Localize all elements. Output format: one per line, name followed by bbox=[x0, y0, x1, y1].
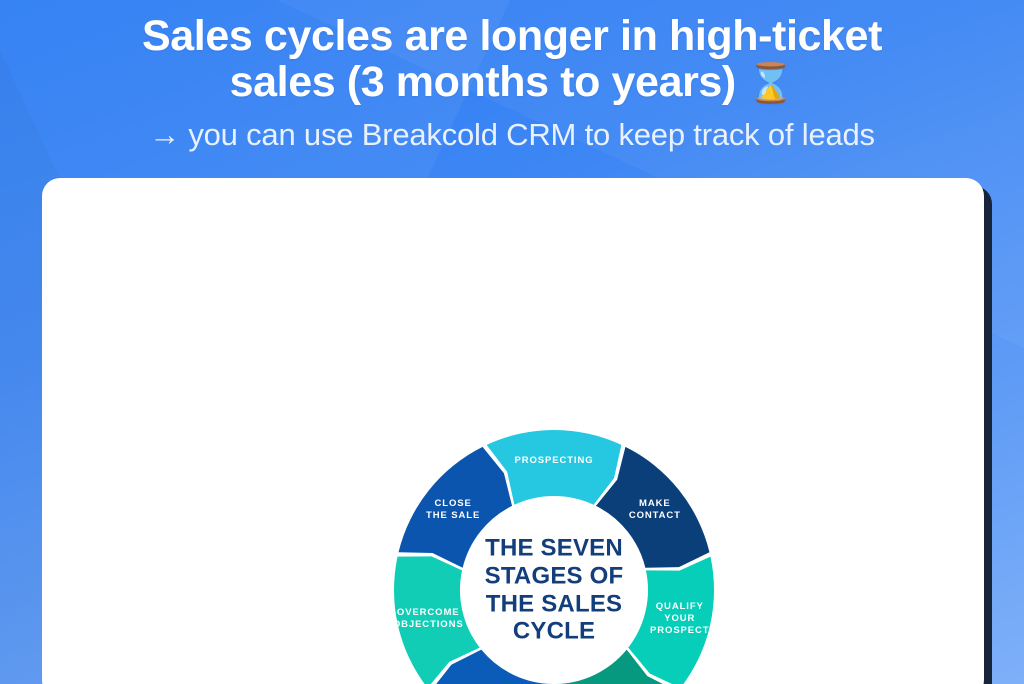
donut-segment[interactable] bbox=[398, 446, 513, 568]
donut-svg bbox=[394, 430, 714, 684]
donut-segment[interactable] bbox=[595, 446, 710, 568]
header: Sales cycles are longer in high-ticket s… bbox=[0, 0, 1024, 153]
page-subtitle: → you can use Breakcold CRM to keep trac… bbox=[149, 117, 875, 153]
sales-cycle-donut-chart: THE SEVEN STAGES OF THE SALES CYCLE MAKE… bbox=[392, 428, 716, 684]
headline-line-2: sales (3 months to years) bbox=[229, 57, 737, 106]
hourglass-icon: ⌛ bbox=[747, 62, 795, 105]
headline-line-1: Sales cycles are longer in high-ticket bbox=[142, 12, 882, 60]
donut-segment[interactable] bbox=[394, 556, 480, 684]
donut-center-label: THE SEVEN STAGES OF THE SALES CYCLE bbox=[484, 534, 624, 645]
content-card: THE SEVEN STAGES OF THE SALES CYCLE MAKE… bbox=[42, 178, 984, 684]
donut-segment[interactable] bbox=[430, 649, 553, 684]
page-title: Sales cycles are longer in high-ticket s… bbox=[30, 12, 994, 106]
donut-center-circle bbox=[461, 497, 647, 683]
donut-segment[interactable] bbox=[628, 556, 714, 684]
donut-segment[interactable] bbox=[486, 430, 622, 505]
donut-segment[interactable] bbox=[548, 649, 677, 684]
